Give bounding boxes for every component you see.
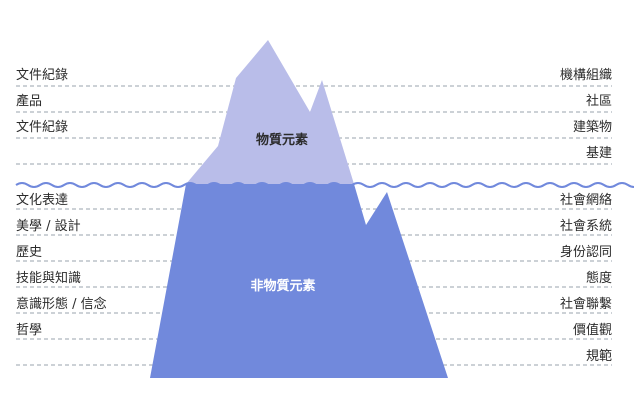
right-item: 態度 bbox=[586, 270, 612, 286]
left-labels: 文件紀錄 產品 文件紀錄 文化表達 美學 / 設計 歷史 技能與知識 意識形態 … bbox=[16, 68, 107, 338]
right-item: 規範 bbox=[586, 349, 612, 364]
right-item: 建築物 bbox=[573, 120, 612, 135]
right-item: 價值觀 bbox=[573, 322, 612, 338]
left-item: 技能與知識 bbox=[16, 270, 81, 286]
left-item: 哲學 bbox=[16, 323, 42, 338]
right-item: 身份認同 bbox=[560, 244, 612, 260]
left-item: 產品 bbox=[16, 93, 42, 109]
left-item: 美學 / 設計 bbox=[16, 218, 81, 234]
left-item: 文件紀錄 bbox=[16, 120, 68, 135]
water-line-wave bbox=[15, 182, 634, 188]
left-item: 意識形態 / 信念 bbox=[16, 296, 107, 312]
right-labels: 機構組織 社區 建築物 基建 社會網絡 社會系統 身份認同 態度 社會聯繫 價值… bbox=[560, 68, 612, 364]
iceberg-tip bbox=[186, 40, 354, 184]
left-item: 文件紀錄 bbox=[16, 68, 68, 83]
intangible-elements-label: 非物質元素 bbox=[250, 278, 315, 294]
right-item: 社區 bbox=[586, 93, 612, 109]
right-item: 社會網絡 bbox=[560, 192, 612, 208]
right-item: 機構組織 bbox=[560, 68, 612, 83]
left-item: 文化表達 bbox=[16, 193, 68, 208]
tangible-elements-label: 物質元素 bbox=[256, 132, 308, 148]
right-item: 社會聯繫 bbox=[560, 296, 612, 312]
right-item: 基建 bbox=[586, 146, 612, 161]
iceberg-underwater-body bbox=[150, 184, 448, 378]
left-item: 歷史 bbox=[16, 245, 42, 260]
right-item: 社會系統 bbox=[560, 218, 612, 234]
